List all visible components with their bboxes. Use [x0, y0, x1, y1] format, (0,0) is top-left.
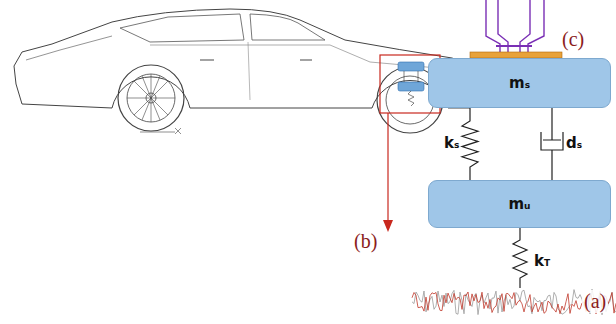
- car-outline: [14, 9, 478, 108]
- rear-wheel: [118, 65, 184, 134]
- callout-letter: (a): [582, 290, 608, 313]
- mass-symbol: ms: [509, 74, 530, 92]
- mass-block: ms: [428, 58, 611, 108]
- damper-symbol: [541, 108, 563, 180]
- probes: [486, 0, 544, 52]
- parameter-label: ds: [566, 134, 582, 152]
- callout-letter: (c): [560, 28, 586, 51]
- parameter-label: ks: [444, 134, 459, 152]
- spring-symbol: [462, 108, 478, 180]
- mass-block: mu: [428, 180, 611, 228]
- mini-suspension: [398, 62, 424, 106]
- road-profile: [412, 289, 616, 315]
- tyre-spring: [513, 228, 527, 288]
- mass-symbol: mu: [508, 195, 530, 213]
- callout-letter: (b): [352, 230, 379, 253]
- parameter-label: kT: [534, 252, 550, 270]
- zoom-arrow: [387, 113, 388, 222]
